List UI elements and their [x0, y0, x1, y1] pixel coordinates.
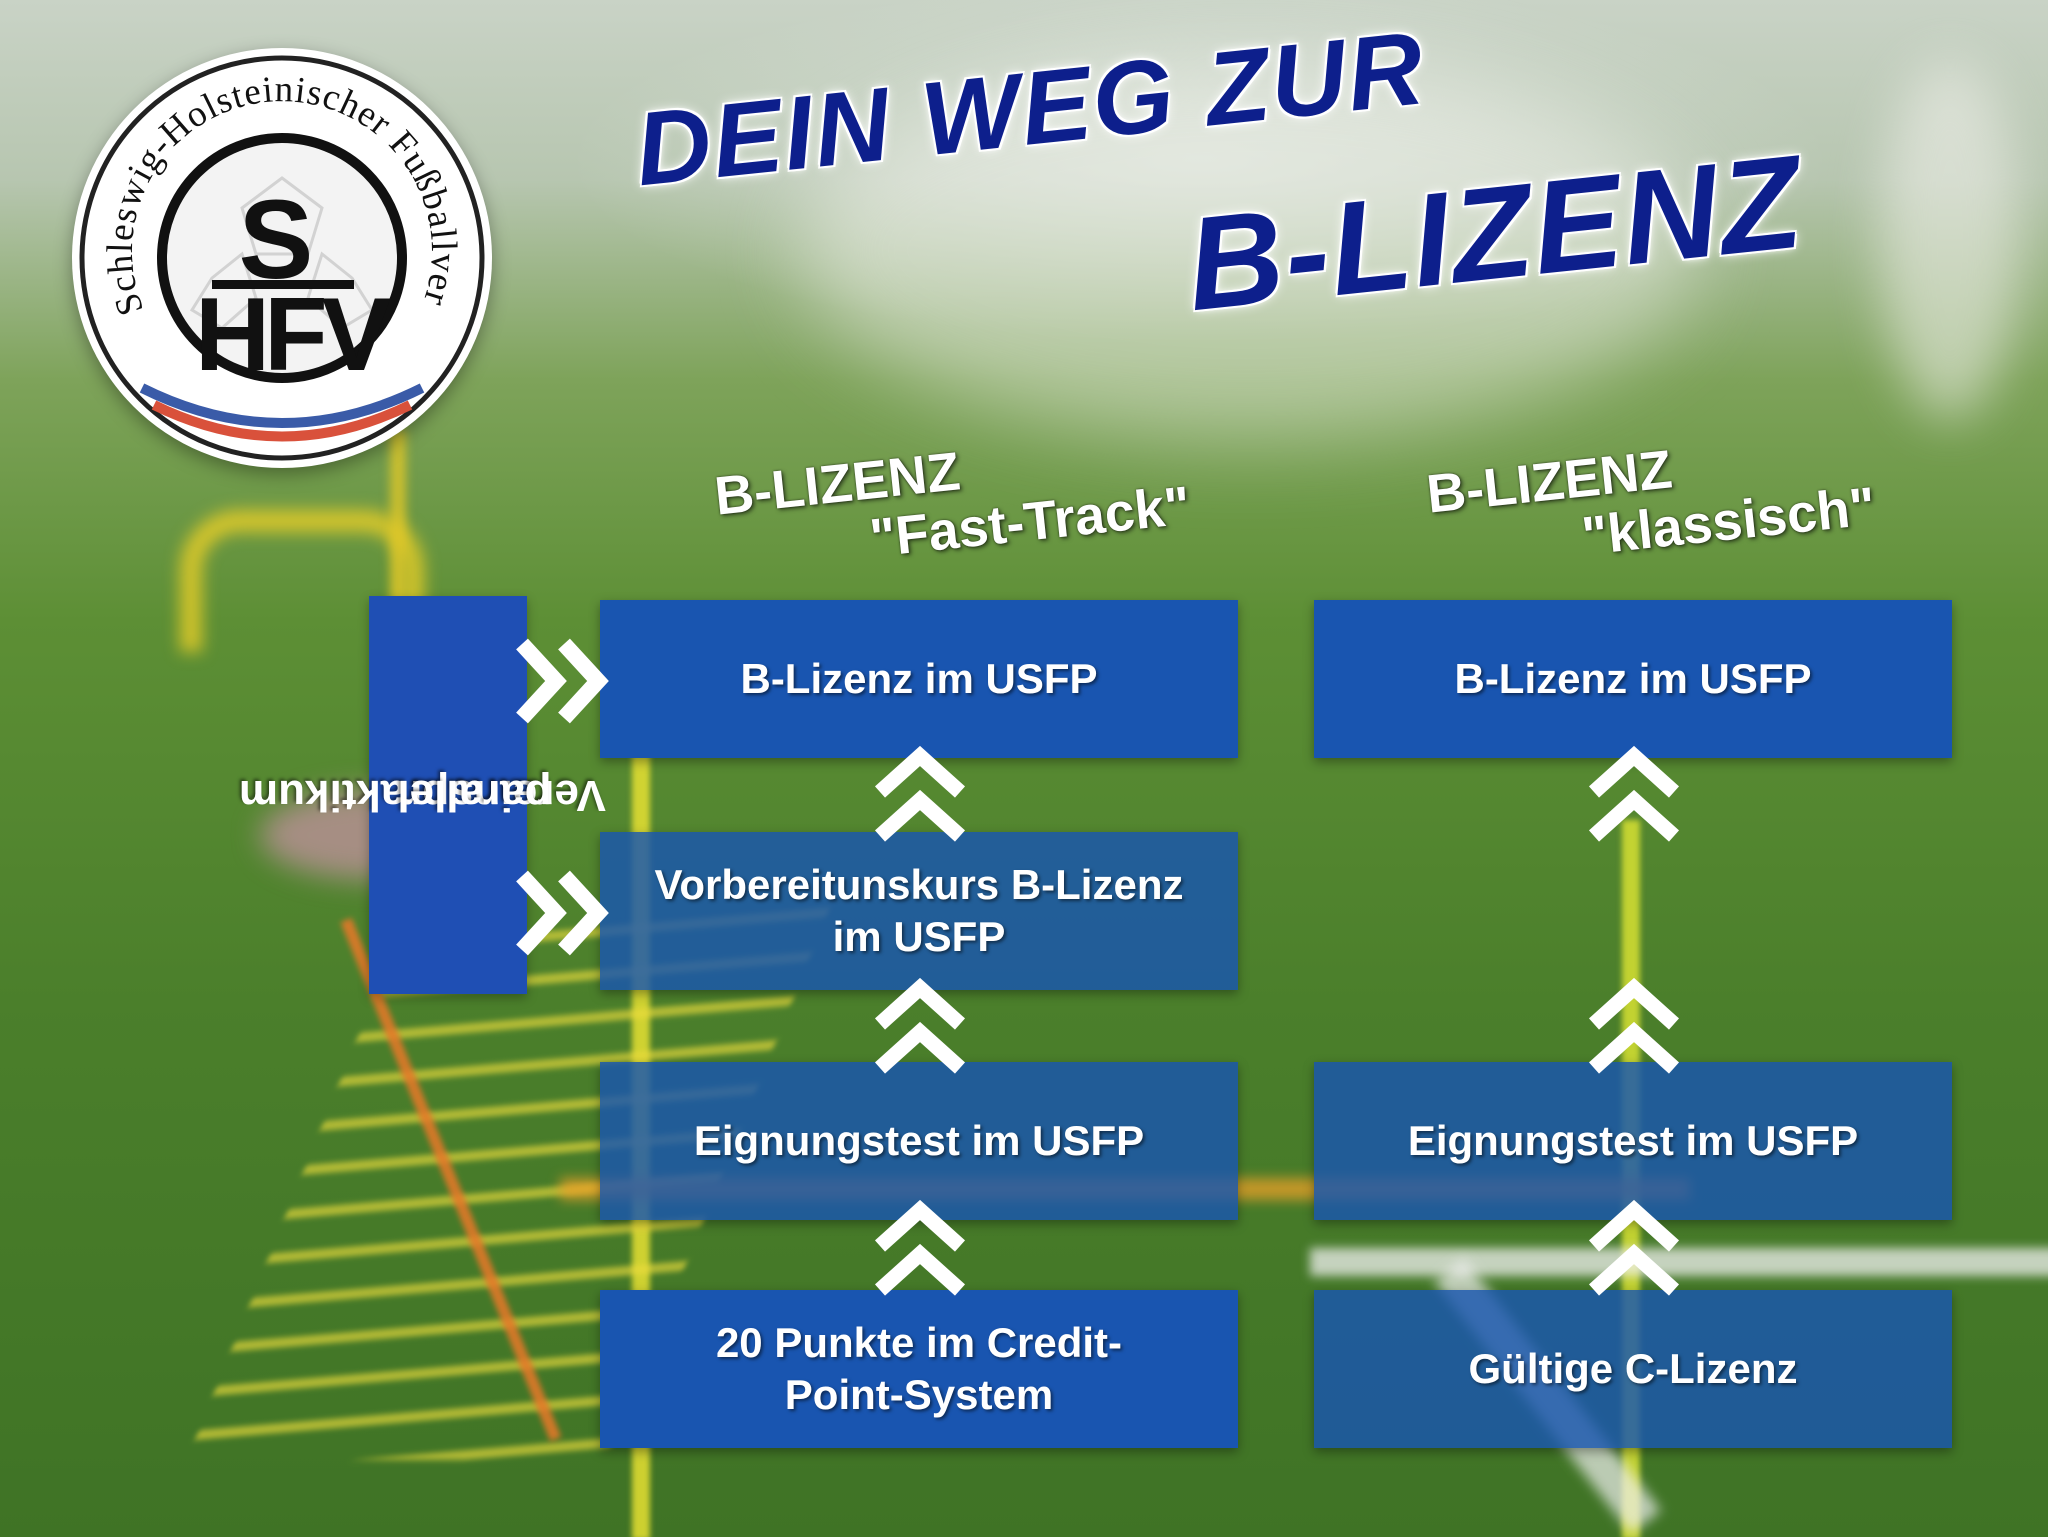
classic-step-b-lizenz: B-Lizenz im USFP [1314, 600, 1952, 758]
classic-step-1-label: B-Lizenz im USFP [1454, 655, 1812, 702]
background-player-right [1880, 60, 2020, 420]
double-chevron-up-icon [874, 745, 966, 842]
fast-track-step-4-label: 20 Punkte im Credit-Point-System [715, 1319, 1123, 1418]
classic-step-3-label: Gültige C-Lizenz [1468, 1345, 1798, 1392]
double-chevron-right-icon [516, 638, 609, 724]
vereinspraktikum-line-2: parallel [396, 771, 552, 820]
shfv-logo-graphic: Schleswig-Holsteinischer Fußballverband … [72, 48, 485, 461]
white-field-line [1310, 1248, 2048, 1276]
fast-track-step-1-label: B-Lizenz im USFP [740, 655, 1098, 702]
classic-step-c-lizenz: Gültige C-Lizenz [1314, 1290, 1952, 1448]
fast-track-step-credit-points: 20 Punkte im Credit-Point-System [600, 1290, 1238, 1448]
fast-track-step-3-label: Eignungstest im USFP [693, 1117, 1145, 1164]
fast-track-step-2-label: Vorbereitunskurs B-Lizenz im USFP [654, 861, 1184, 960]
background-players-blur [800, 60, 1700, 440]
double-chevron-right-icon [516, 870, 609, 956]
double-chevron-up-icon [1588, 1199, 1680, 1296]
double-chevron-up-icon [874, 1199, 966, 1296]
fast-track-step-b-lizenz: B-Lizenz im USFP [600, 600, 1238, 758]
vereinspraktikum-label: Vereinspraktikum parallel [239, 596, 606, 994]
classic-step-2-label: Eignungstest im USFP [1407, 1117, 1859, 1164]
double-chevron-up-icon [874, 977, 966, 1074]
classic-step-eignungstest: Eignungstest im USFP [1314, 1062, 1952, 1220]
double-chevron-up-icon [1588, 745, 1680, 842]
double-chevron-up-icon [1588, 977, 1680, 1074]
logo-letters-hfv: HFV [195, 277, 391, 393]
vereinspraktikum-bar [369, 596, 527, 994]
fast-track-step-eignungstest: Eignungstest im USFP [600, 1062, 1238, 1220]
fast-track-step-vorbereitungskurs: Vorbereitunskurs B-Lizenz im USFP [600, 832, 1238, 990]
shfv-logo: Schleswig-Holsteinischer Fußballverband … [72, 48, 492, 468]
